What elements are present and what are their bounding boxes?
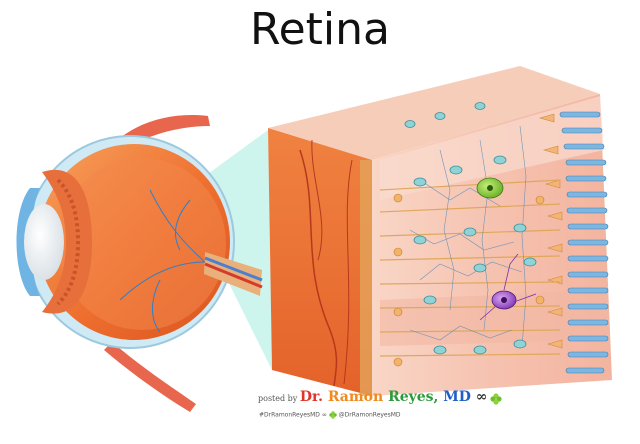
handle-text: @DrRamonReyesMD <box>339 412 401 419</box>
handle-infinity-symbol: ∞ <box>322 412 327 419</box>
credit-line: posted by Dr. Ramon Reyes, MD ∞ <box>258 389 502 405</box>
credit-prefix: posted by <box>258 394 297 403</box>
handle-line: #DrRamonReyesMD ∞ @DrRamonReyesMD <box>259 411 401 419</box>
lens <box>24 204 64 280</box>
ganglion-cell-green <box>477 178 503 198</box>
infinity-symbol: ∞ <box>476 389 488 405</box>
hashtag-text: #DrRamonReyesMD <box>259 412 320 419</box>
choroid-layer <box>268 128 372 396</box>
clover-icon <box>490 393 502 405</box>
author-name: Dr. Ramon Reyes, MD <box>300 389 476 405</box>
small-clover-icon <box>329 411 337 419</box>
lower-eye-muscle <box>104 342 196 412</box>
